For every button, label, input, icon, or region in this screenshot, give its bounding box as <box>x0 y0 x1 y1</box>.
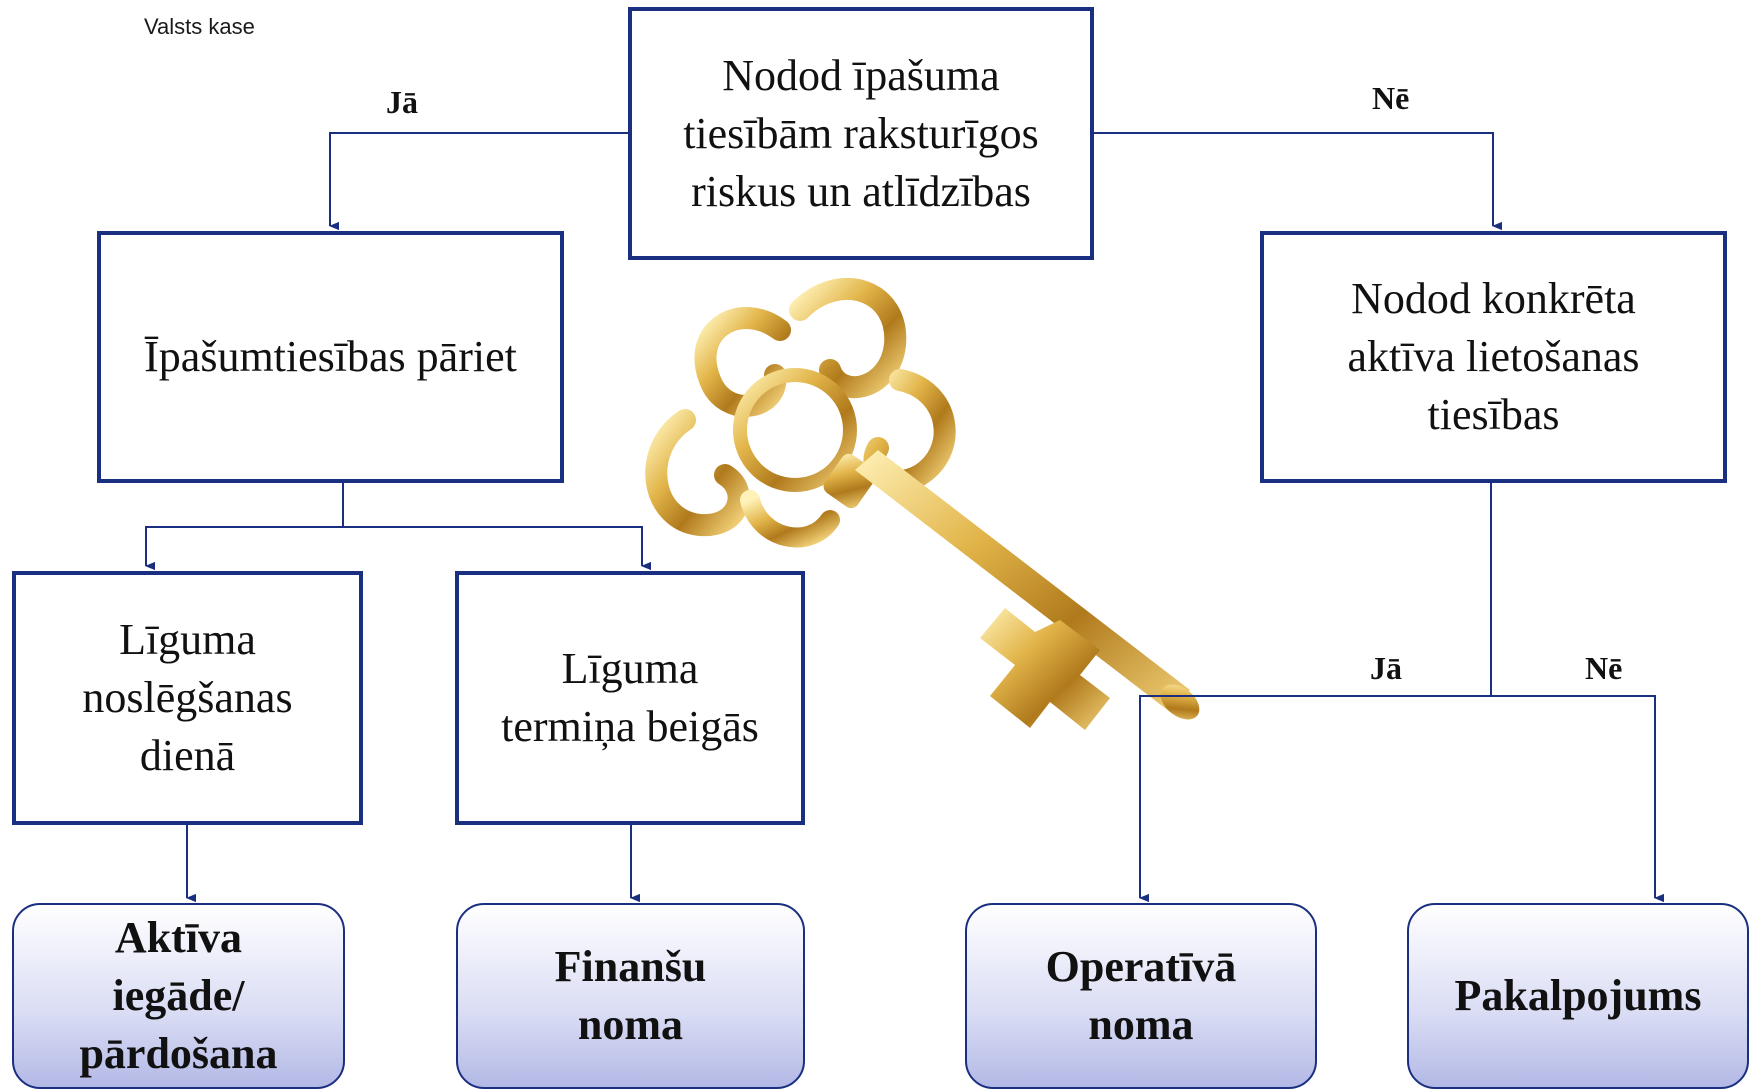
edge-left-to-term-end <box>343 526 642 566</box>
right-no-label: Nē <box>1585 650 1623 686</box>
right-of-use-text: Nodod konkrēta aktīva lietošanas tiesība… <box>1347 274 1640 439</box>
contract-date-text: Līguma noslēgšanas dienā <box>82 615 293 780</box>
outcome-service-text: Pakalpojums <box>1454 971 1702 1020</box>
outcome-finance-lease: Finanšu noma <box>456 903 805 1089</box>
outcome-asset-purchase: Aktīva iegāde/ pārdošana <box>12 903 345 1089</box>
logo-text: Valsts kase <box>144 14 255 39</box>
ownership-transfers-node: Īpašumtiesības pāriet <box>97 231 564 483</box>
edge-root-yes <box>329 132 628 226</box>
right-yes-label: Jā <box>1370 650 1402 686</box>
edge-root-no <box>1094 132 1493 226</box>
outcome-finance-lease-text: Finanšu noma <box>554 942 707 1049</box>
outcome-operating-lease: Operatīvā noma <box>965 903 1317 1089</box>
outcome-service: Pakalpojums <box>1407 903 1749 1089</box>
edge-left-to-contract-date <box>145 483 344 566</box>
root-node-text: Nodod īpašuma tiesībām raksturīgos risku… <box>683 50 1039 216</box>
edge-right-yes <box>1139 483 1492 898</box>
contract-date-node: Līguma noslēgšanas dienā <box>12 571 363 825</box>
outcome-asset-purchase-text: Aktīva iegāde/ pārdošana <box>79 913 278 1078</box>
term-end-node: Līguma termiņa beigās <box>455 571 805 825</box>
root-no-label: Nē <box>1372 80 1410 116</box>
root-yes-label: Jā <box>386 84 418 120</box>
ownership-transfers-text: Īpašumtiesības pāriet <box>144 332 517 381</box>
golden-key-icon <box>645 277 1200 730</box>
right-of-use-node: Nodod konkrēta aktīva lietošanas tiesība… <box>1260 231 1727 483</box>
term-end-text: Līguma termiņa beigās <box>501 644 759 751</box>
edge-right-no <box>1491 695 1655 898</box>
root-node: Nodod īpašuma tiesībām raksturīgos risku… <box>628 7 1094 260</box>
outcome-operating-lease-text: Operatīvā noma <box>1045 942 1237 1049</box>
